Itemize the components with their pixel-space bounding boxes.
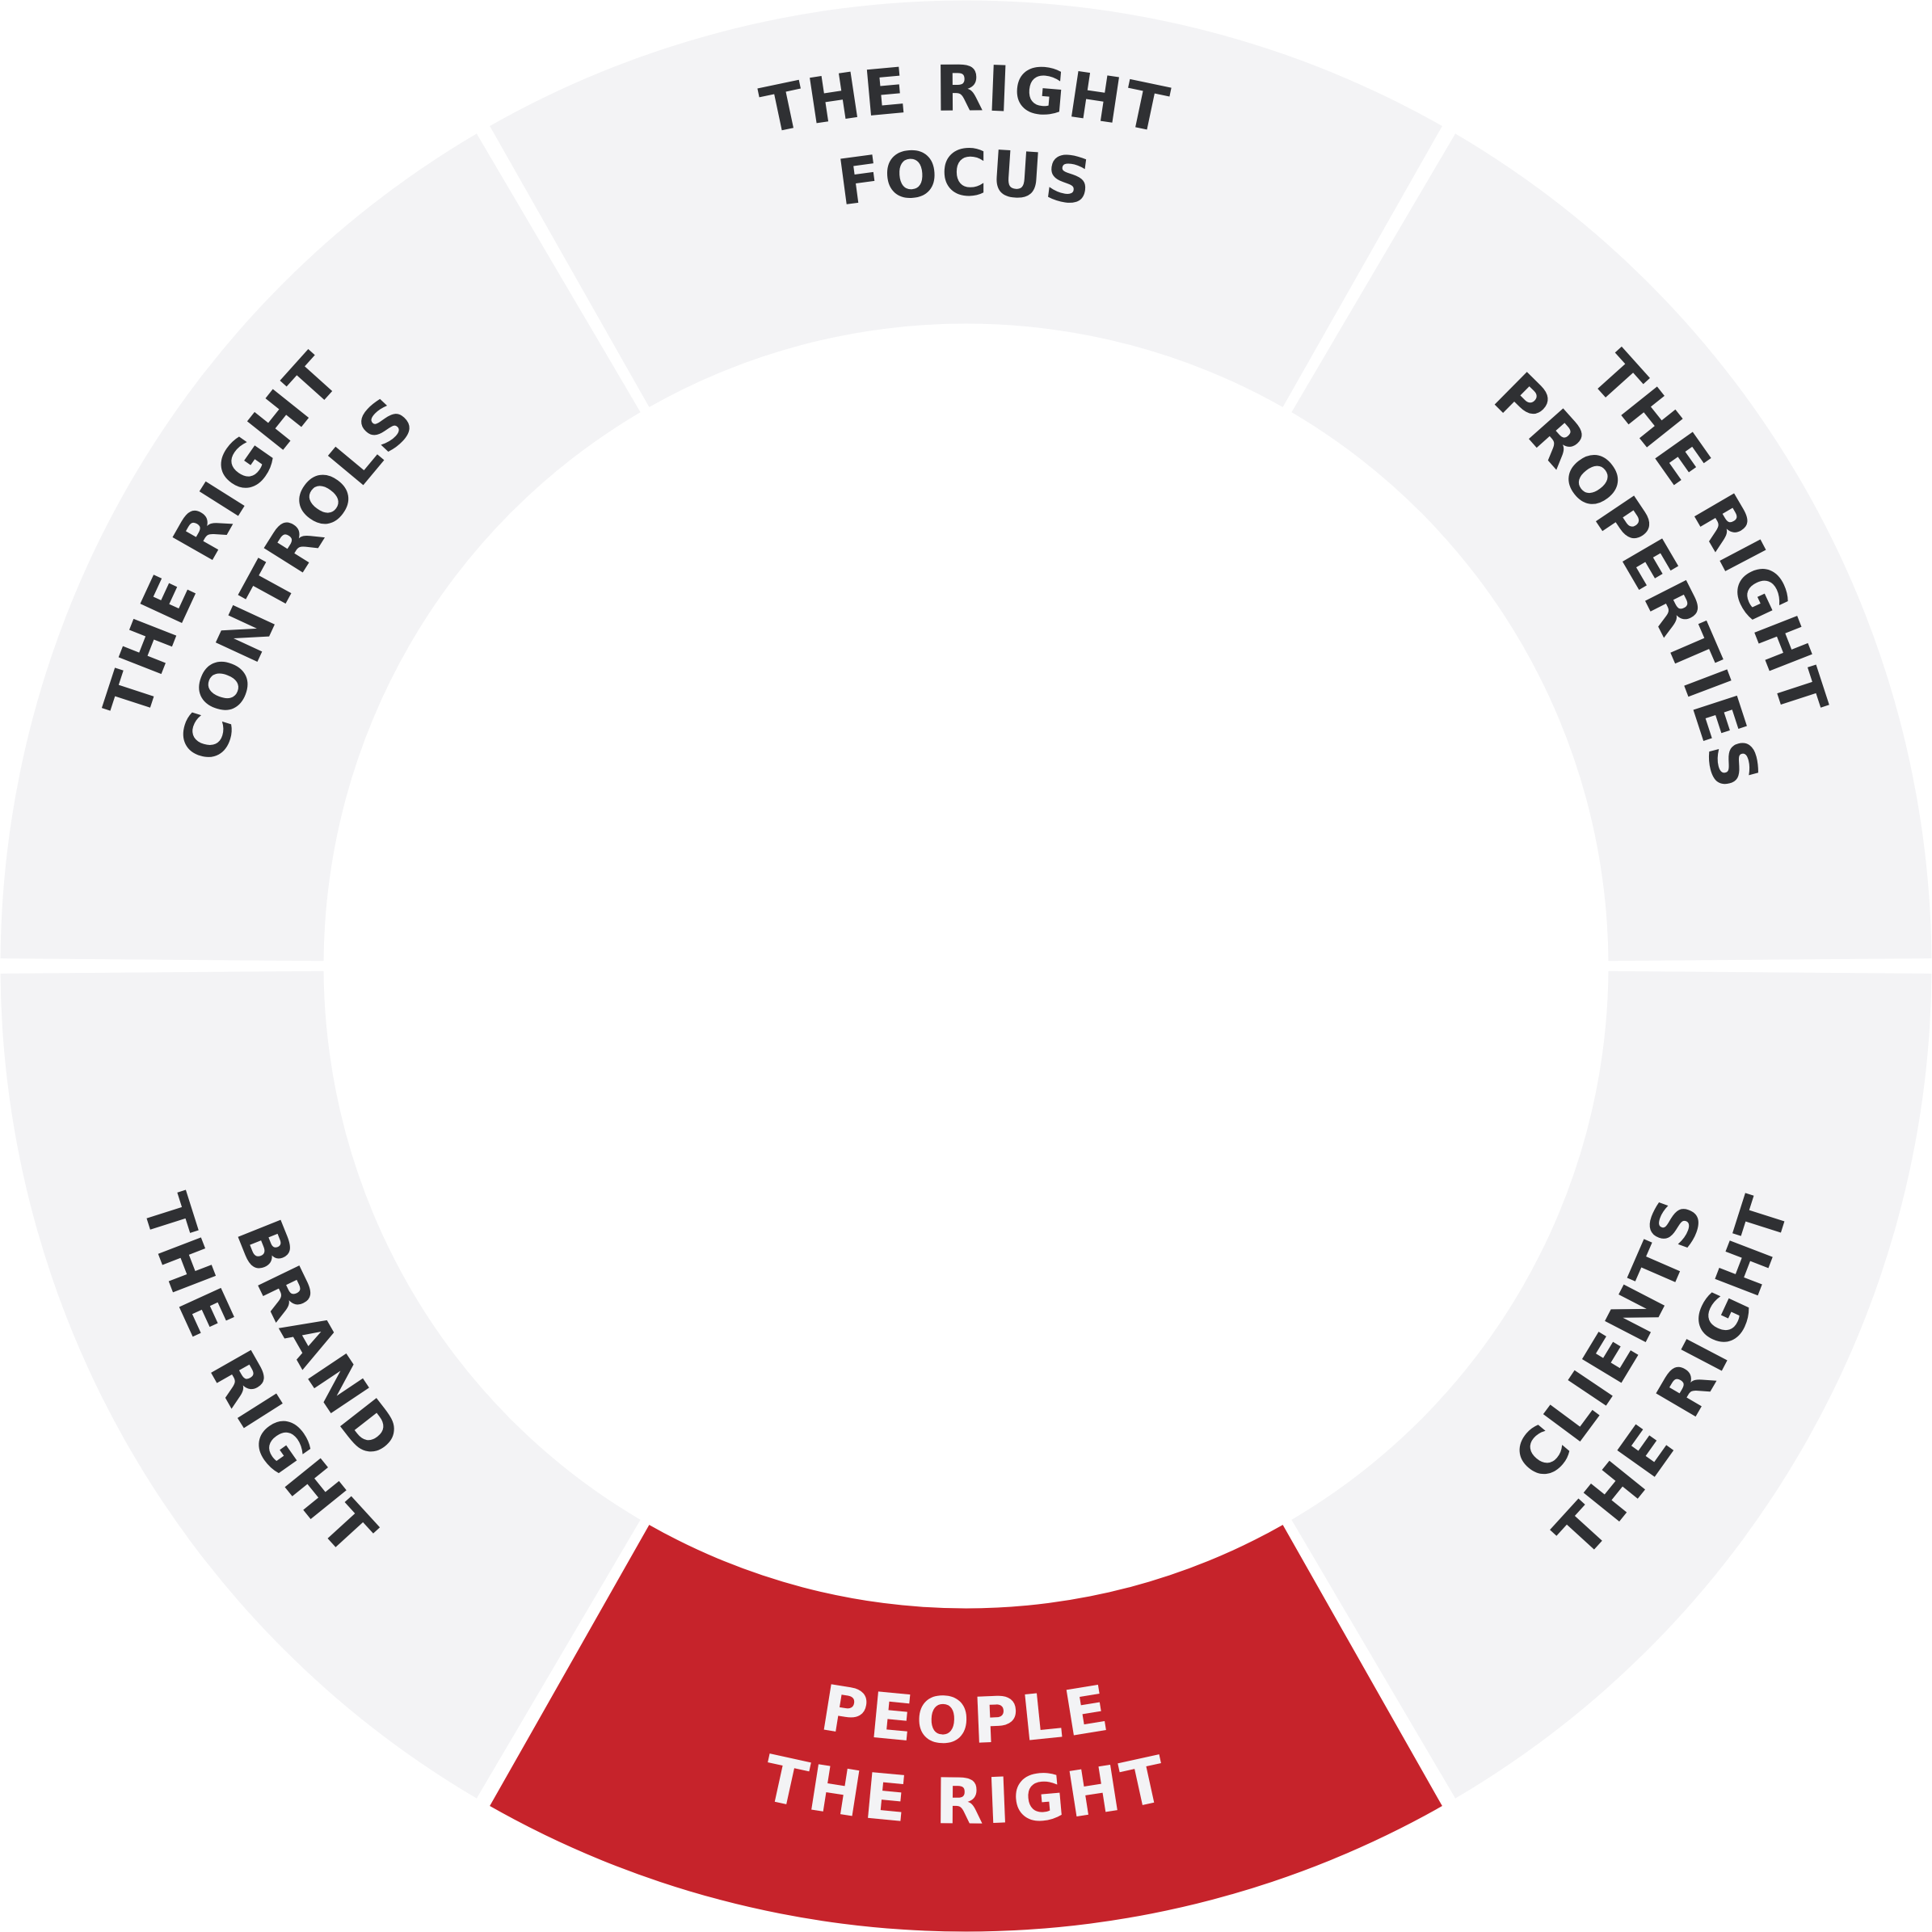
segment-clients [1291, 970, 1932, 1799]
segment-focus [490, 0, 1442, 407]
segment-label-focus-line2: FOCUS [833, 138, 1098, 221]
segment-brand [0, 970, 641, 1799]
segment-label-people-line2: PEOPLE [816, 1673, 1117, 1759]
segment-label-text: FOCUS [833, 138, 1095, 221]
segment-controls [0, 133, 641, 962]
segment-label-text: PEOPLE [816, 1673, 1113, 1759]
segment-properties [1291, 133, 1932, 962]
segment-people [490, 1525, 1442, 1932]
